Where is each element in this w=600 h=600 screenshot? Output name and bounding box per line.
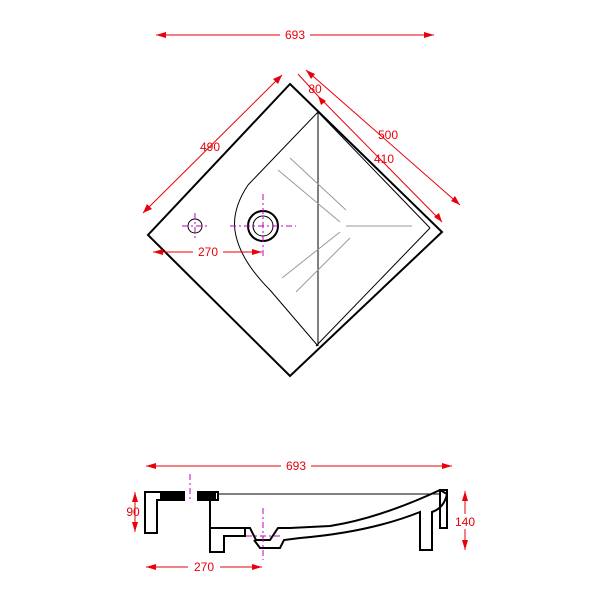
top-width-label: 693: [285, 28, 305, 42]
drain-icon: [230, 194, 296, 258]
section-right-height-label: 140: [455, 515, 475, 529]
section-right-height-dimension: 140: [452, 491, 478, 550]
top-width-dimension: 693: [156, 26, 434, 42]
top-inner-label: 410: [374, 152, 394, 166]
top-rim-dimension: 80: [297, 73, 322, 97]
basin-outline: [146, 82, 444, 378]
top-inner-dimension: 410: [317, 95, 443, 223]
section-width-dimension: 693: [146, 458, 452, 473]
top-tap-offset-label: 270: [198, 245, 218, 259]
section-width-label: 693: [286, 459, 306, 473]
top-side-label: 500: [378, 128, 398, 142]
top-tap-offset-dimension: 270: [153, 244, 262, 259]
top-depth-label: 490: [200, 140, 220, 154]
top-side-dimension: 500: [305, 69, 461, 206]
top-rim-label: 80: [308, 82, 322, 96]
section-drain-offset-dimension: 270: [146, 559, 262, 574]
top-depth-dimension: 490: [142, 74, 283, 214]
tap-hole: [182, 213, 208, 240]
section-left-height-label: 90: [126, 505, 140, 519]
bowl-slope-lines: [277, 157, 412, 293]
section-view: 693 90: [126, 458, 478, 574]
section-left-height-dimension: 90: [126, 492, 140, 532]
section-drain-centerline: [189, 474, 282, 560]
top-view: 693: [142, 26, 461, 378]
section-outline: [144, 488, 449, 553]
section-drain-offset-label: 270: [194, 560, 214, 574]
